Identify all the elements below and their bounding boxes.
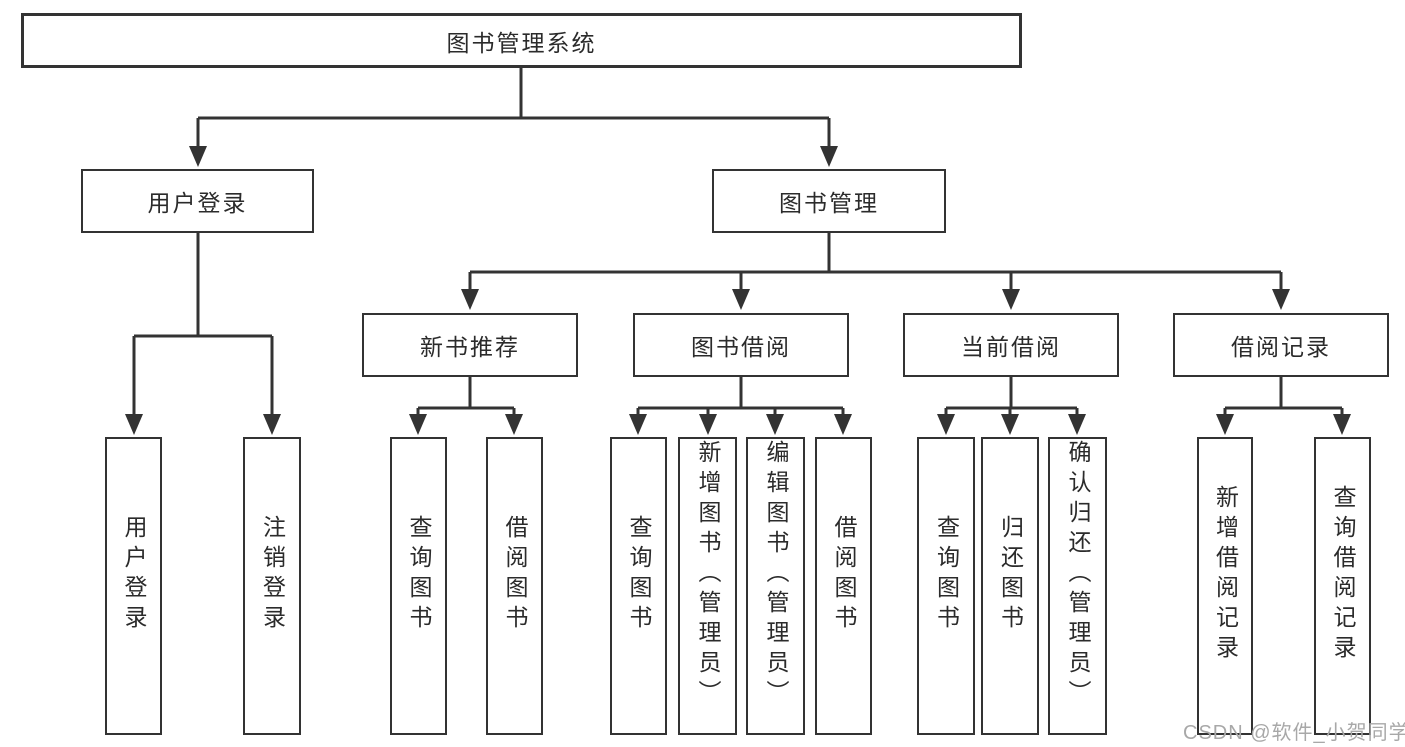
- leaf-query-borrow-record: 查询借阅记录: [1314, 437, 1371, 735]
- arrowhead-icon: [937, 414, 955, 435]
- leaf-user-login: 用户登录: [105, 437, 162, 735]
- leaf-add-books-admin: 新增图书（管理员）: [678, 437, 737, 735]
- watermark: CSDN @软件_小贺同学: [1183, 722, 1405, 744]
- connector-path: [132, 68, 1344, 418]
- arrowhead-icon: [461, 289, 479, 310]
- leaf-edit-books-admin: 编辑图书（管理员）: [746, 437, 805, 735]
- arrowhead-icon: [629, 414, 647, 435]
- arrowhead-icon: [820, 146, 838, 167]
- arrowhead-icon: [1216, 414, 1234, 435]
- arrowhead-icon: [834, 414, 852, 435]
- arrowhead-icon: [699, 414, 717, 435]
- arrowhead-icon: [1002, 289, 1020, 310]
- arrowhead-icon: [505, 414, 523, 435]
- arrowhead-icon: [263, 414, 281, 435]
- arrowhead-icon: [732, 289, 750, 310]
- leaf-query-books-borrowing: 查询图书: [610, 437, 667, 735]
- leaf-logout: 注销登录: [243, 437, 301, 735]
- arrowhead-icon: [1001, 414, 1019, 435]
- arrowhead-icon: [766, 414, 784, 435]
- arrowhead-icon: [1333, 414, 1351, 435]
- node-book-borrowing: 图书借阅: [633, 313, 849, 377]
- arrowhead-icon: [1068, 414, 1086, 435]
- leaf-confirm-return-admin: 确认归还（管理员）: [1048, 437, 1107, 735]
- arrowhead-icon: [1272, 289, 1290, 310]
- leaf-query-books-current: 查询图书: [917, 437, 975, 735]
- arrowhead-icon: [125, 414, 143, 435]
- node-library-system: 图书管理系统: [21, 13, 1022, 68]
- leaf-borrow-books-borrowing: 借阅图书: [815, 437, 872, 735]
- leaf-return-books: 归还图书: [981, 437, 1039, 735]
- arrowhead-icon: [189, 146, 207, 167]
- node-borrowing-records: 借阅记录: [1173, 313, 1389, 377]
- leaf-borrow-books-recommend: 借阅图书: [486, 437, 543, 735]
- node-user-login: 用户登录: [81, 169, 314, 233]
- leaf-query-books-recommend: 查询图书: [390, 437, 447, 735]
- node-book-management: 图书管理: [712, 169, 946, 233]
- node-current-borrowing: 当前借阅: [903, 313, 1119, 377]
- arrowhead-icon: [409, 414, 427, 435]
- leaf-add-borrow-record: 新增借阅记录: [1197, 437, 1253, 735]
- node-new-book-recommend: 新书推荐: [362, 313, 578, 377]
